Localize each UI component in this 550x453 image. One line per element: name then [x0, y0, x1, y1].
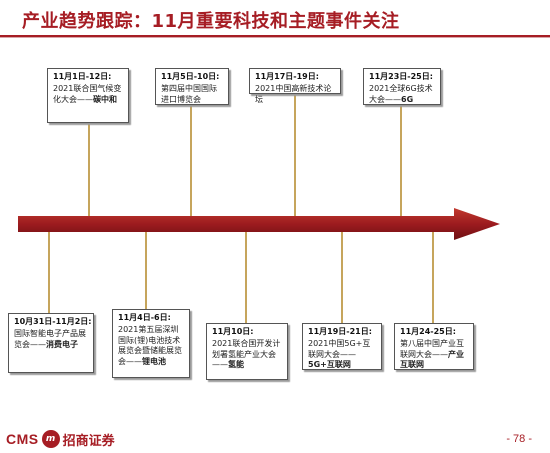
connector-top-3 [294, 93, 296, 218]
company-logo: CMS m 招商证券 [6, 429, 115, 449]
event-highlight: 5G+互联网 [308, 360, 351, 370]
logo-badge-icon: m [41, 430, 60, 448]
event-desc: 2021联合国开发计划署氢能产业大会—— [212, 339, 281, 370]
event-date: 11月4日-6日: [118, 313, 171, 322]
connector-bottom-4 [341, 230, 343, 324]
event-desc: 国际智能电子产品展览会—— [14, 329, 86, 349]
event-date: 11月5日-10日: [161, 72, 220, 81]
event-date: 11月23日-25日: [369, 72, 433, 81]
event-date: 11月24-25日: [400, 327, 456, 336]
connector-bottom-2 [145, 230, 147, 310]
event-date: 11月10日: [212, 327, 254, 336]
connector-top-4 [400, 104, 402, 218]
event-card-top-2: 11月5日-10日: 第四届中国国际进口博览会 [155, 68, 229, 105]
event-card-top-4: 11月23日-25日: 2021全球6G技术大会——6G [363, 68, 441, 105]
event-card-bottom-1: 10月31日-11月2日: 国际智能电子产品展览会——消费电子 [8, 313, 94, 373]
event-highlight: 碳中和 [93, 94, 117, 104]
event-highlight: 锂电池 [142, 356, 166, 366]
event-card-bottom-2: 11月4日-6日: 2021第五届深圳国际(锂)电池技术展览会暨储能展览会——锂… [112, 309, 190, 378]
page-title: 产业趋势跟踪：11月重要科技和主题事件关注 [22, 11, 400, 32]
event-date: 10月31日-11月2日: [14, 317, 92, 326]
connector-top-2 [190, 104, 192, 218]
event-card-bottom-3: 11月10日: 2021联合国开发计划署氢能产业大会——氢能 [206, 323, 288, 380]
connector-bottom-3 [245, 230, 247, 324]
event-desc: 2021中国5G+互联网大会—— [308, 339, 371, 359]
connector-bottom-1 [48, 230, 50, 314]
event-highlight: 消费电子 [46, 339, 78, 349]
event-card-top-3: 11月17日-19日: 2021中国高新技术论坛 [249, 68, 341, 104]
event-date: 11月19日-21日: [308, 327, 372, 336]
event-desc: 2021中国高新技术论坛 [255, 84, 332, 104]
logo-cn-text: 招商证券 [62, 433, 115, 449]
event-desc: 2021全球6G技术大会—— [369, 84, 433, 104]
event-desc: 2021联合国气候变化大会—— [53, 84, 122, 104]
connector-top-1 [88, 122, 90, 218]
timeline-arrow [18, 208, 500, 240]
event-desc: 2021第五届深圳国际(锂)电池技术展览会暨储能展览会—— [118, 325, 182, 366]
logo-text: CMS [6, 431, 39, 447]
event-highlight: 6G [401, 94, 414, 104]
event-date: 11月1日-12日: [53, 72, 112, 81]
event-desc: 第四届中国国际进口博览会 [161, 84, 217, 104]
title-divider [0, 35, 550, 37]
event-highlight: 产业互联网 [400, 349, 464, 370]
event-date: 11月17日-19日: [255, 72, 319, 81]
page-number: - 78 - [506, 433, 532, 445]
title-divider-shadow [0, 37, 550, 38]
event-card-top-1: 11月1日-12日: 2021联合国气候变化大会——碳中和 [47, 68, 129, 123]
event-desc: 第八届中国产业互联网大会—— [400, 339, 464, 359]
event-card-bottom-5: 11月24-25日: 第八届中国产业互联网大会——产业互联网 [394, 323, 474, 370]
event-highlight: 氢能 [228, 360, 244, 370]
event-card-bottom-4: 11月19日-21日: 2021中国5G+互联网大会——5G+互联网 [302, 323, 382, 370]
connector-bottom-5 [432, 230, 434, 324]
